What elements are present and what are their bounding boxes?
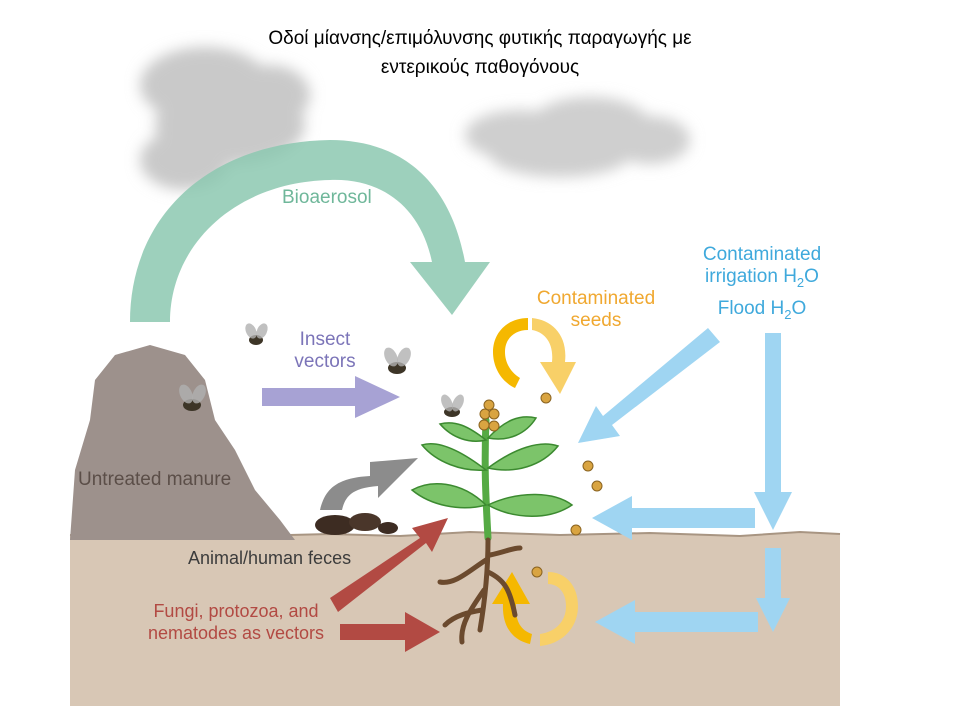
insect-icon-2: [384, 347, 411, 374]
flood-down-arrow: [754, 333, 792, 530]
flood-label-text: Flood H: [717, 297, 785, 319]
irrigation-label-text: irrigation H: [705, 266, 797, 287]
plant-seeds: [478, 399, 500, 432]
insect-icon-3: [179, 384, 206, 411]
falling-seeds: [531, 392, 603, 578]
insect-icon-1: [245, 323, 268, 345]
page-title-line-1: Οδοί μίανσης/επιμόλυνσης φυτικής παραγωγ…: [268, 28, 692, 49]
cloud-left: [140, 47, 310, 190]
plant-roots: [437, 537, 523, 645]
flood-label: Flood H2O: [694, 298, 830, 326]
fungi-vectors-label: Fungi, protozoa, and nematodes as vector…: [134, 600, 338, 644]
flood-soil-arrow: [595, 600, 758, 644]
flood-label-subscript: 2: [784, 306, 792, 322]
feces-transmission-arrow: [320, 458, 418, 510]
irrigation-label-subscript: 2: [796, 274, 805, 290]
untreated-manure-label: Untreated manure: [78, 469, 232, 490]
irrigation-label-line-1: Contaminated: [702, 244, 822, 265]
irrigation-label-line-2: irrigation H2O: [694, 266, 830, 294]
irrigation-label-o: O: [804, 266, 819, 287]
animal-feces-label: Animal/human feces: [188, 548, 352, 568]
contaminated-seeds-label-line-1: Contaminated: [536, 288, 656, 309]
seeds-cycle-arrow-left: [493, 318, 528, 388]
insect-vectors-label-line-1: Insect: [299, 329, 351, 350]
roots-cycle-arrow-right: [540, 572, 578, 646]
bioaerosol-arrow: [130, 140, 490, 322]
fungi-label-line-2: nematodes as vectors: [147, 623, 325, 643]
irrigation-diagonal-arrow: [578, 328, 720, 443]
contaminated-seeds-label-line-2: seeds: [570, 310, 622, 331]
insect-vectors-label-line-2: vectors: [294, 351, 356, 372]
fungi-vector-arrow-right: [340, 612, 440, 652]
flood-label-o: O: [791, 297, 807, 319]
contaminated-seeds-label: Contaminated seeds: [530, 288, 662, 332]
bioaerosol-label: Bioaerosol: [282, 187, 372, 208]
cloud-right: [465, 97, 690, 177]
page-title-line-2: εντερικούς παθογόνους: [380, 57, 580, 78]
plant-leaves: [410, 416, 574, 517]
fungi-vector-arrow-up: [330, 518, 448, 612]
flood-surface-arrow: [592, 496, 755, 540]
untreated-manure-pile: [70, 345, 295, 540]
flood-soil-down-arrow: [756, 548, 790, 632]
animal-feces-icon: [315, 513, 398, 535]
insect-icon-4: [441, 394, 464, 417]
seeds-cycle-arrow-right: [532, 318, 576, 394]
insect-vectors-label: Insect vectors: [280, 329, 370, 373]
insect-vectors-arrow: [262, 376, 400, 418]
plant-stem: [481, 416, 492, 542]
fungi-label-line-1: Fungi, protozoa, and: [153, 601, 319, 621]
irrigation-water-label: Contaminated irrigation H2O Flood H2O: [694, 244, 830, 326]
